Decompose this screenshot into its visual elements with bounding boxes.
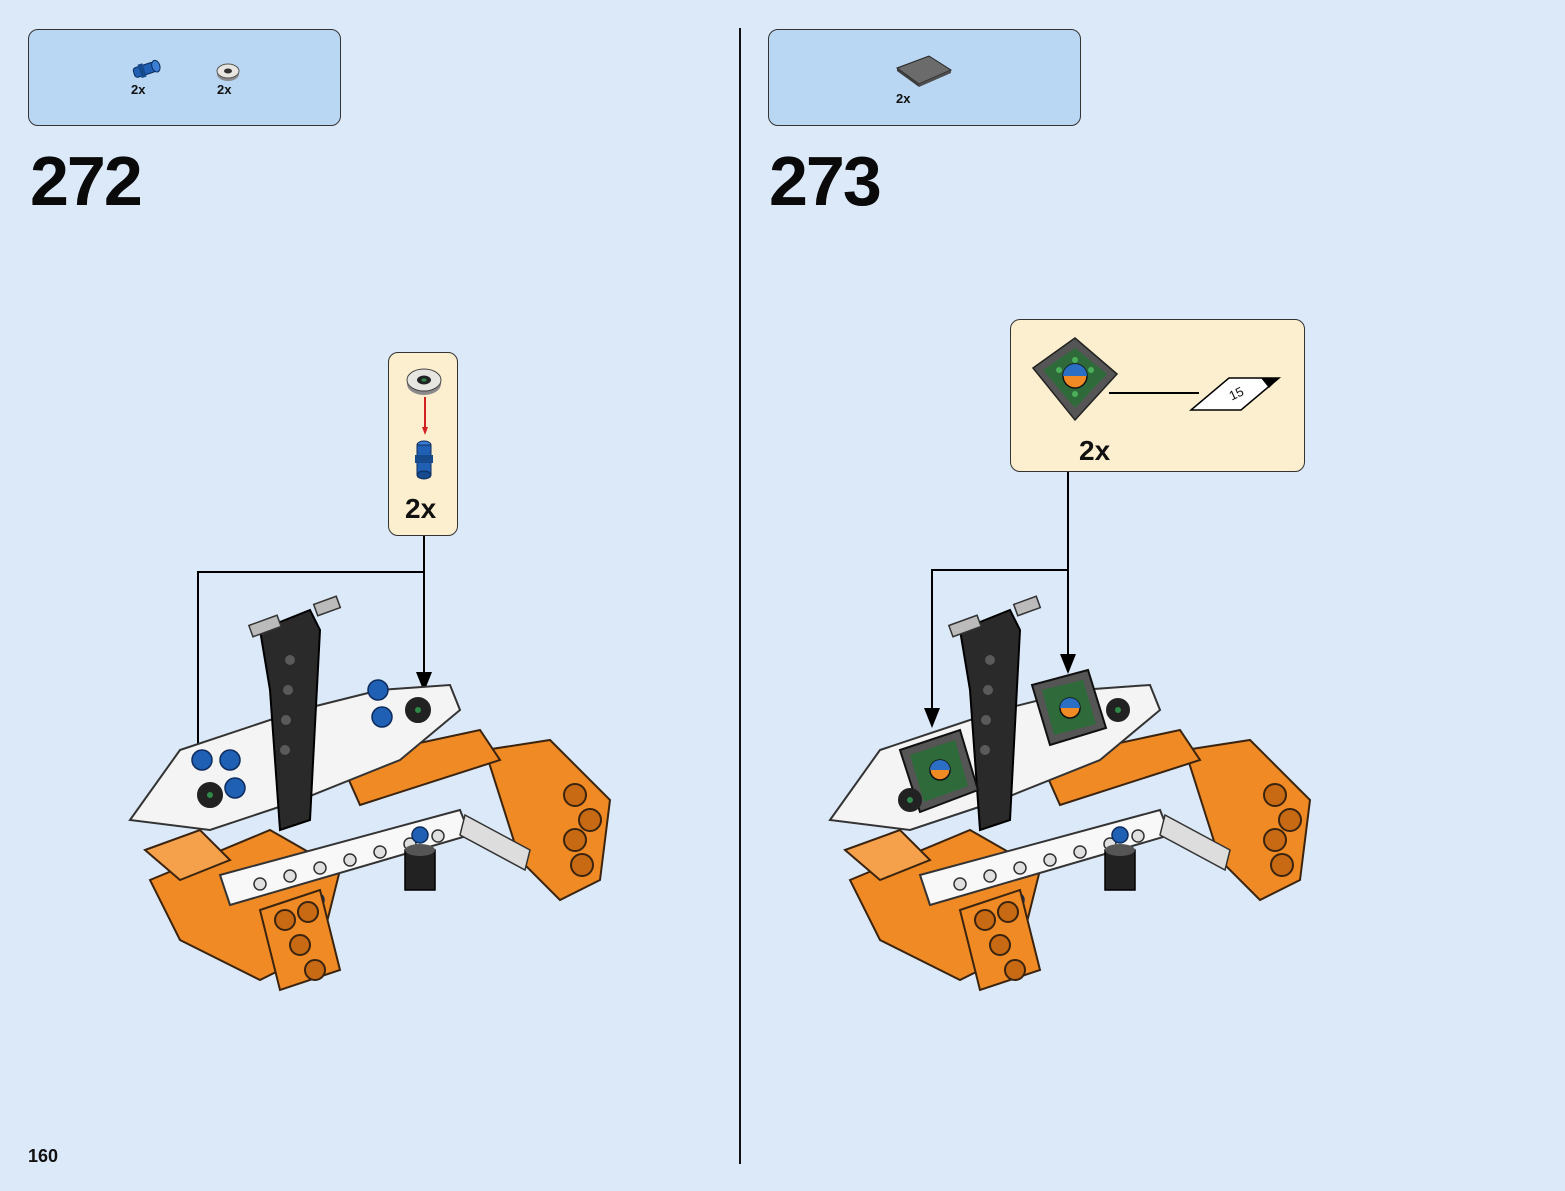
blue-axle-pin-icon	[415, 440, 433, 480]
step-number-273: 273	[769, 142, 882, 220]
callout-qty: 2x	[405, 493, 437, 524]
part-qty: 2x	[217, 82, 232, 97]
dark-grey-tile-icon	[895, 55, 953, 87]
page-number: 160	[28, 1146, 59, 1166]
round-tile-icon	[216, 63, 240, 81]
model-illustration-272	[128, 595, 612, 992]
part-qty: 2x	[896, 91, 911, 106]
part-qty: 2x	[131, 82, 146, 97]
printed-tile-icon	[1031, 337, 1119, 422]
parts-list-272: 2x 2x	[28, 29, 341, 126]
parts-list-273: 2x	[768, 29, 1081, 126]
step-number-272: 272	[30, 142, 143, 220]
page-divider	[739, 28, 741, 1164]
sticker-sheet-icon	[1188, 377, 1282, 411]
blue-axle-pin-icon	[132, 59, 161, 79]
subassembly-callout-273: 15 2x	[1010, 319, 1305, 472]
sticker-connector-line	[1109, 392, 1199, 394]
model-illustration-273	[828, 595, 1312, 992]
subassembly-callout-272: 2x	[388, 352, 458, 536]
round-tile-icon	[406, 368, 442, 395]
callout-qty: 2x	[1079, 435, 1111, 466]
red-arrow-icon	[422, 397, 428, 435]
